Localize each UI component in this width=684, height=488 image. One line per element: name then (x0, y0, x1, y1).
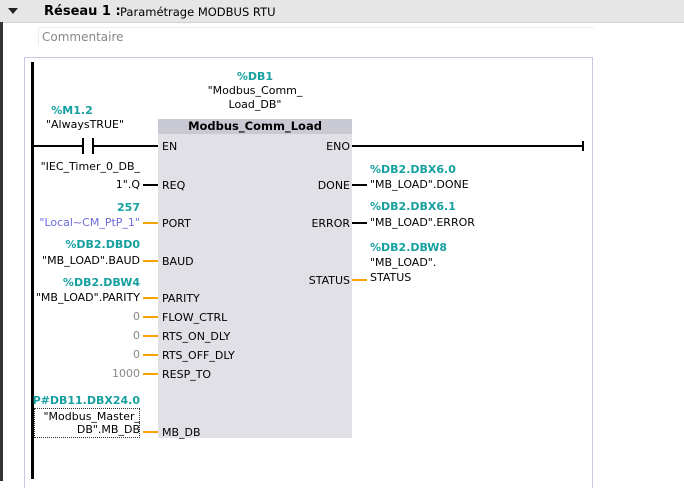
function-block[interactable] (158, 119, 352, 438)
status-address: %DB2.DBW8 (370, 241, 448, 254)
baud-address: %DB2.DBD0 (65, 238, 140, 251)
port-address: 257 (117, 201, 140, 214)
power-rail (31, 62, 34, 479)
wire (143, 373, 158, 375)
mb-db-operand[interactable]: DB".MB_DB (76, 423, 140, 436)
wire (143, 431, 158, 433)
req-operand[interactable]: "IEC_Timer_0_DB_ (40, 160, 140, 173)
contact-icon[interactable] (82, 138, 84, 154)
done-address: %DB2.DBX6.0 (370, 163, 456, 176)
baud-operand[interactable]: "MB_LOAD".BAUD (42, 254, 140, 267)
eno-wire (352, 145, 583, 147)
wire (352, 184, 367, 186)
mb-db-operand[interactable]: "Modbus_Master_ (43, 410, 140, 423)
pin-req: REQ (162, 179, 186, 192)
status-operand[interactable]: "MB_LOAD". (370, 256, 437, 269)
pin-mb-db: MB_DB (162, 426, 201, 439)
wire (34, 145, 82, 147)
rts-on-dly-value[interactable]: 0 (133, 329, 140, 342)
instance-name[interactable]: "Modbus_Comm_ (207, 84, 303, 97)
mb-db-operand-box[interactable] (34, 408, 140, 438)
collapse-triangle-icon[interactable] (8, 8, 18, 14)
pin-eno: ENO (326, 140, 350, 153)
pin-flow-ctrl: FLOW_CTRL (162, 311, 228, 324)
wire-end (582, 141, 584, 151)
parity-address: %DB2.DBW4 (62, 276, 140, 289)
pin-en: EN (162, 140, 178, 153)
pin-rts-on-dly: RTS_ON_DLY (162, 330, 231, 343)
contact-icon[interactable] (92, 138, 94, 154)
wire (143, 297, 158, 299)
comment-field[interactable]: Commentaire (38, 27, 594, 46)
pin-error: ERROR (311, 217, 350, 230)
contact-name[interactable]: "AlwaysTRUE" (45, 118, 125, 131)
network-area (24, 57, 593, 488)
instance-name[interactable]: Load_DB" (228, 98, 282, 111)
flow-ctrl-value[interactable]: 0 (133, 310, 140, 323)
pin-parity: PARITY (162, 292, 200, 305)
contact-address: %M1.2 (51, 104, 93, 117)
pin-done: DONE (317, 179, 350, 192)
done-operand[interactable]: "MB_LOAD".DONE (370, 178, 469, 191)
wire (143, 354, 158, 356)
wire (143, 335, 158, 337)
resp-to-value[interactable]: 1000 (112, 367, 140, 380)
mb-db-address: P#DB11.DBX24.0 (32, 394, 140, 407)
error-address: %DB2.DBX6.1 (370, 200, 456, 213)
pin-rts-off-dly: RTS_OFF_DLY (162, 349, 235, 362)
block-title: Modbus_Comm_Load (158, 119, 352, 134)
error-operand[interactable]: "MB_LOAD".ERROR (370, 216, 475, 229)
parity-operand[interactable]: "MB_LOAD".PARITY (35, 291, 140, 304)
rts-off-dly-value[interactable]: 0 (133, 348, 140, 361)
port-operand[interactable]: "Local~CM_PtP_1" (39, 216, 140, 229)
wire (143, 316, 158, 318)
wire (352, 279, 367, 281)
status-operand[interactable]: STATUS (370, 271, 412, 284)
wire (143, 222, 158, 224)
wire (143, 260, 158, 262)
pin-status: STATUS (308, 274, 350, 287)
pin-port: PORT (162, 217, 191, 230)
instance-address: %DB1 (236, 70, 274, 83)
left-border (0, 22, 3, 481)
wire (94, 145, 158, 147)
wire (352, 222, 367, 224)
network-header (0, 0, 684, 23)
pin-resp-to: RESP_TO (162, 368, 212, 381)
req-operand[interactable]: 1".Q (115, 178, 140, 191)
pin-baud: BAUD (162, 255, 194, 268)
network-label: Réseau 1 : (44, 4, 121, 19)
wire (143, 184, 158, 186)
network-title[interactable]: Paramétrage MODBUS RTU (120, 5, 276, 19)
